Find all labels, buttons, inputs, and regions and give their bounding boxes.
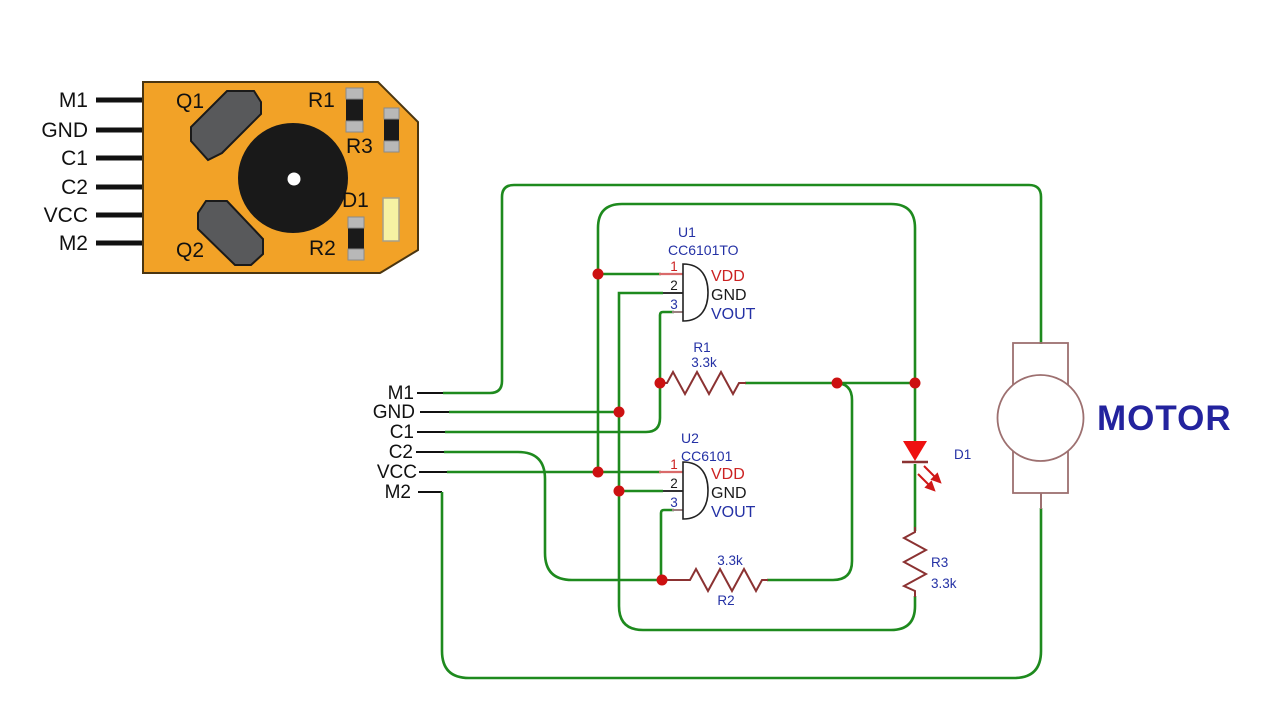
r3-value: 3.3k (931, 576, 957, 591)
r1-value: 3.3k (691, 355, 717, 370)
motor-label: MOTOR (1097, 399, 1232, 438)
u2-gnd-label: GND (711, 485, 747, 502)
board-label-d1: D1 (342, 189, 369, 212)
ic-u1: U1 CC6101TO 1 2 3 VDD GND VOUT (659, 224, 756, 323)
junction-r1-right (831, 377, 843, 389)
u2-vout-label: VOUT (711, 504, 756, 521)
u2-pin2-number: 2 (670, 476, 678, 491)
u1-gnd-label: GND (711, 287, 747, 304)
board-pin-label-c1: C1 (61, 147, 88, 170)
board-label-q1: Q1 (176, 90, 204, 113)
u2-pin1-number: 1 (670, 457, 678, 472)
junction-vcc (592, 466, 604, 478)
r2-value: 3.3k (717, 553, 743, 568)
motor-rotor-circle (996, 374, 1085, 462)
led-d1: D1 (902, 441, 971, 492)
wire-c1-u1-vout (445, 310, 674, 434)
resistor-r3 (901, 527, 929, 597)
resistor-r2 (663, 566, 768, 594)
u1-vout-label: VOUT (711, 306, 756, 323)
wire-gnd-net (617, 291, 917, 632)
board-label-r2: R2 (309, 237, 336, 260)
sch-label-m1: M1 (388, 383, 414, 404)
u1-pin1-number: 1 (670, 259, 678, 274)
wire-u2-vout (659, 508, 674, 580)
u1-body (682, 263, 709, 322)
r1-refdes: R1 (693, 340, 710, 355)
schematic-pin-stubs (416, 392, 449, 493)
board-q2-component (197, 200, 264, 266)
wires (440, 183, 1043, 680)
junction-gnd (613, 406, 625, 418)
ic-u2: U2 CC6101 1 2 3 VDD GND VOUT (659, 430, 756, 521)
motor-symbol: MOTOR (996, 342, 1232, 509)
sch-label-gnd: GND (373, 402, 415, 423)
r2-refdes: R2 (717, 593, 734, 608)
board-label-r3: R3 (346, 135, 373, 158)
u2-body (682, 461, 709, 520)
junction-r2-left (656, 574, 668, 586)
board-r2-component (347, 216, 365, 261)
board-label-r1: R1 (308, 89, 335, 112)
u2-refdes: U2 (681, 430, 699, 446)
board-pin-leads (96, 97, 146, 246)
u1-pin3-number: 3 (670, 297, 678, 312)
d1-refdes: D1 (954, 447, 971, 462)
junction-u2-gnd (613, 485, 625, 497)
wire-c2-r2-left (444, 450, 662, 582)
board-r1-component (345, 87, 364, 133)
board-label-q2: Q2 (176, 239, 204, 262)
resistor-r1 (660, 369, 746, 397)
wire-m1-to-motor-top (443, 183, 1043, 395)
wire-vdd-loop (596, 202, 917, 472)
board-pin-label-vcc: VCC (44, 204, 88, 227)
board-r3-component (383, 107, 400, 153)
u2-partnumber: CC6101 (681, 448, 733, 464)
board-d1-component (382, 197, 400, 242)
wire-m2-to-motor-bottom (440, 492, 1043, 680)
schematic: M1 GND C1 C2 VCC M2 (373, 183, 1232, 680)
junction-led-top (909, 377, 921, 389)
board-pin-label-m2: M2 (59, 232, 88, 255)
junction-dots (592, 268, 921, 586)
junction-r1-left (654, 377, 666, 389)
resistors (660, 369, 929, 597)
board-q1-component (190, 90, 262, 162)
junction-u1-vdd (592, 268, 604, 280)
u1-pin2-number: 2 (670, 278, 678, 293)
led-emission-arrows (917, 465, 942, 492)
u1-partnumber: CC6101TO (668, 242, 739, 258)
board-pin-label-m1: M1 (59, 89, 88, 112)
led-triangle (903, 441, 927, 461)
board-pin-label-gnd: GND (41, 119, 88, 142)
u2-pin3-number: 3 (670, 495, 678, 510)
wire-r2-right (767, 381, 854, 582)
sch-label-c2: C2 (389, 442, 413, 463)
sch-label-vcc: VCC (377, 462, 417, 483)
sch-label-m2: M2 (385, 482, 411, 503)
u1-refdes: U1 (678, 224, 696, 240)
board-pin-label-c2: C2 (61, 176, 88, 199)
u2-vdd-label: VDD (711, 466, 745, 483)
u1-vdd-label: VDD (711, 268, 745, 285)
pcb-board: M1 GND C1 C2 VCC M2 (41, 81, 419, 274)
sch-label-c1: C1 (390, 422, 414, 443)
board-rotor-axle (287, 172, 301, 186)
r3-refdes: R3 (931, 555, 948, 570)
